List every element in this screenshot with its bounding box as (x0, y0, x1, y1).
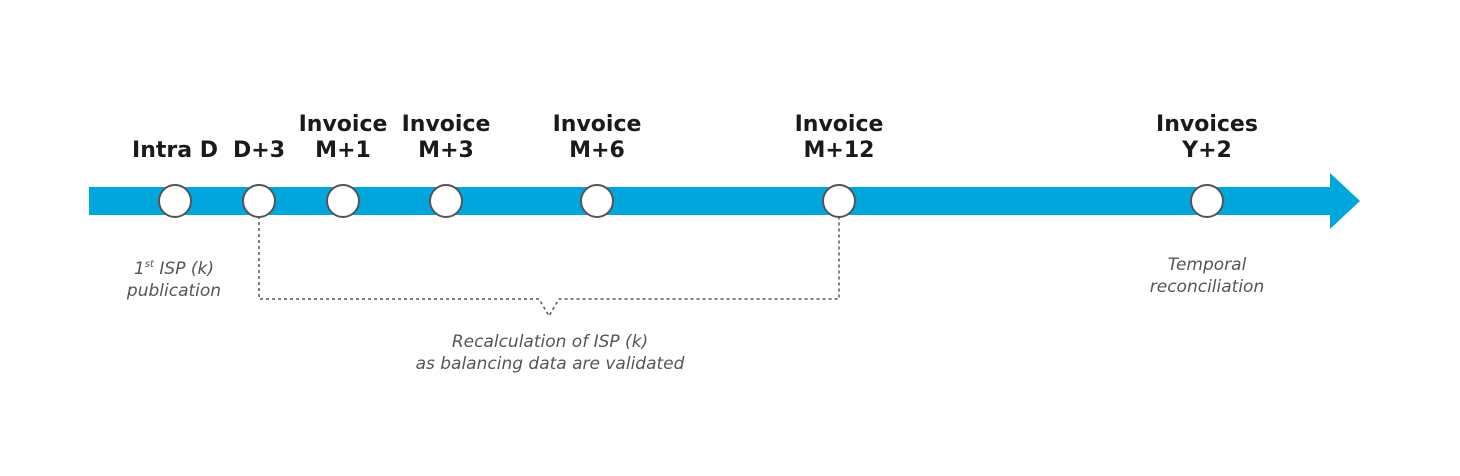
note-temporal-reconciliation: Temporal reconciliation (1150, 254, 1264, 298)
note-line2: as balancing data are validated (415, 354, 685, 374)
note-line1: 1st ISP (k) (127, 254, 221, 280)
milestone-node-y2 (1190, 184, 1224, 218)
milestone-node-m12 (822, 184, 856, 218)
milestone-label-m6: Invoice M+6 (553, 112, 642, 164)
milestone-label-line2: M+6 (569, 138, 625, 163)
milestone-label-intra-d: Intra D (132, 138, 218, 164)
milestone-label-d3: D+3 (233, 138, 285, 164)
note-ordinal-number: 1 (134, 259, 145, 279)
milestone-label-line1: Invoices (1156, 112, 1258, 137)
note-superscript: st (144, 259, 154, 270)
note-line1: Temporal (1167, 255, 1247, 275)
milestone-label-line2: M+12 (803, 138, 875, 163)
milestone-node-d3 (242, 184, 276, 218)
milestone-label-line2: M+1 (315, 138, 371, 163)
note-line2: reconciliation (1149, 277, 1265, 297)
timeline-arrow-shaft (89, 187, 1335, 215)
milestone-label-line1: Invoice (298, 112, 388, 137)
milestone-node-intra-d (158, 184, 192, 218)
note-line2: publication (126, 281, 222, 301)
note-line1: Recalculation of ISP (k) (451, 332, 649, 352)
milestone-label-line2: Y+2 (1182, 138, 1232, 163)
note-line1-rest: ISP (k) (153, 259, 214, 279)
milestone-label-line1: Invoice (552, 112, 642, 137)
milestone-label-m1: Invoice M+1 (299, 112, 388, 164)
milestone-label-y2: Invoices Y+2 (1156, 112, 1258, 164)
milestone-label-line2: D+3 (232, 138, 286, 163)
milestone-label-line2: Intra D (132, 138, 218, 163)
timeline-arrow-head (1330, 173, 1360, 229)
milestone-node-m3 (429, 184, 463, 218)
milestone-label-m3: Invoice M+3 (402, 112, 491, 164)
milestone-node-m1 (326, 184, 360, 218)
note-recalculation: Recalculation of ISP (k) as balancing da… (416, 331, 685, 375)
milestone-label-line2: M+3 (418, 138, 474, 163)
milestone-label-m12: Invoice M+12 (795, 112, 884, 164)
recalculation-bracket (258, 216, 840, 318)
milestone-label-line1: Invoice (794, 112, 884, 137)
milestone-label-line1: Invoice (401, 112, 491, 137)
note-first-isp-publication: 1st ISP (k) publication (127, 254, 221, 302)
milestone-node-m6 (580, 184, 614, 218)
